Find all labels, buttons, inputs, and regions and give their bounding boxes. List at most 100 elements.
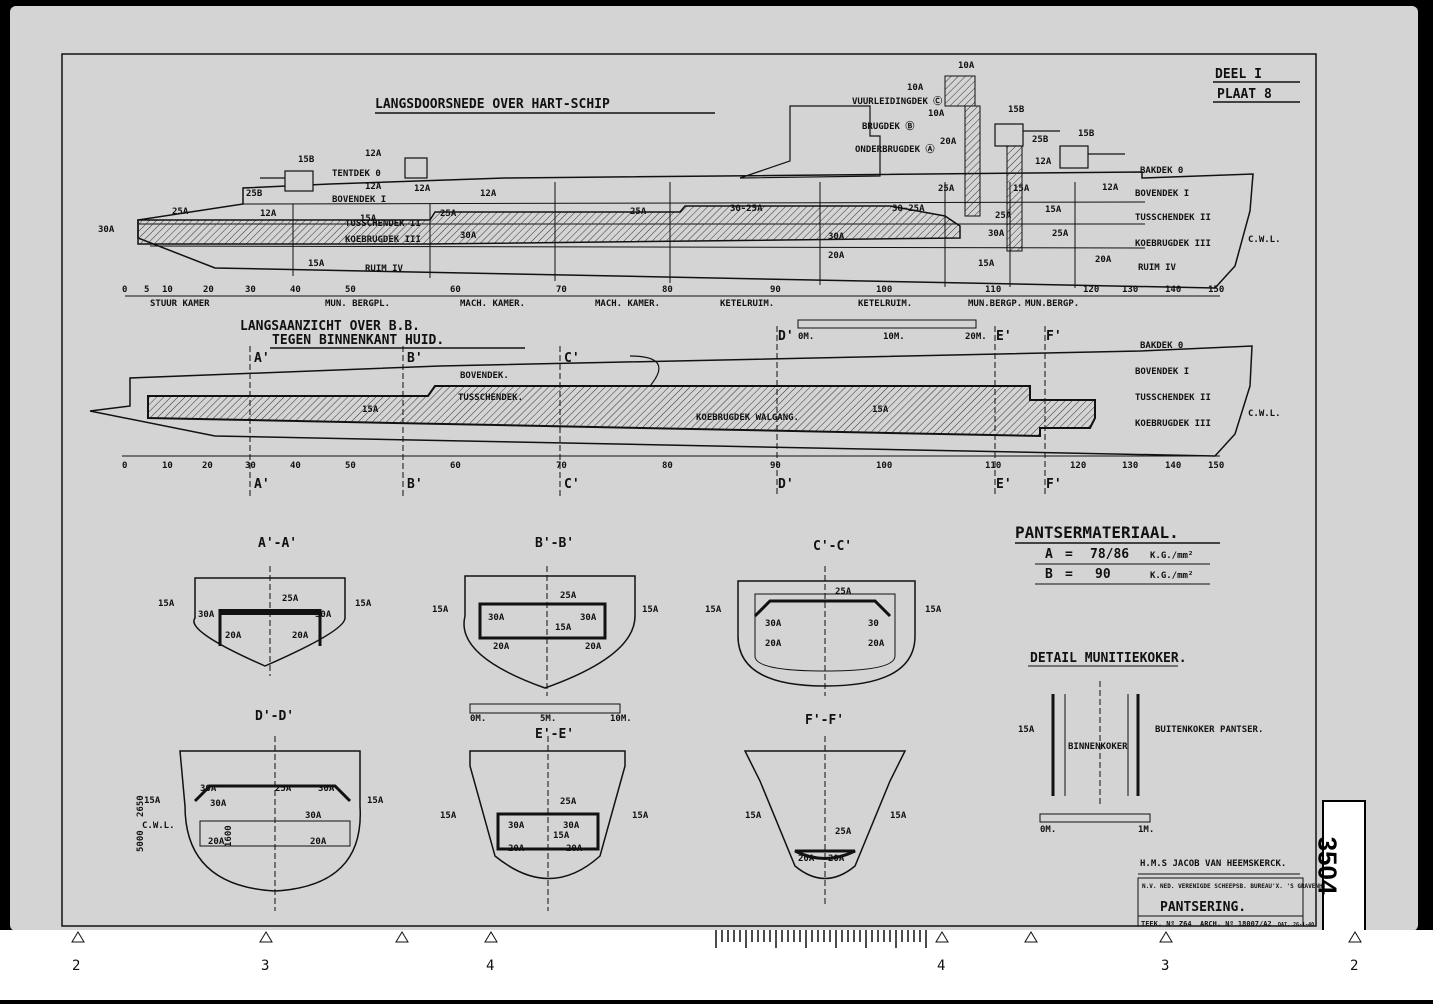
- svg-text:30A: 30A: [488, 613, 505, 623]
- svg-text:15A: 15A: [642, 605, 659, 615]
- svg-text:100: 100: [876, 285, 892, 295]
- svg-text:MUN. BERGPL.: MUN. BERGPL.: [325, 299, 390, 309]
- archive-number-stamp: 3504: [1312, 800, 1366, 932]
- svg-text:12A: 12A: [414, 184, 431, 194]
- svg-text:A: A: [1045, 547, 1053, 562]
- fire-control-tower: [944, 75, 976, 107]
- svg-text:25B: 25B: [246, 189, 263, 199]
- svg-text:30A: 30A: [98, 225, 115, 235]
- svg-text:BRUGDEK Ⓑ: BRUGDEK Ⓑ: [862, 120, 914, 132]
- svg-text:0M.: 0M.: [470, 714, 486, 724]
- svg-text:50: 50: [345, 461, 356, 471]
- svg-text:1600: 1600: [224, 825, 234, 847]
- svg-text:30A: 30A: [460, 231, 477, 241]
- side-labels: BAKDEK 0 BOVENDEK I TUSSCHENDEK II KOEBR…: [362, 341, 1281, 429]
- svg-text:K.G./mm²: K.G./mm²: [1150, 571, 1193, 581]
- title-block: H.M.S JACOB VAN HEEMSKERCK. N.V. NED. VE…: [1137, 859, 1337, 928]
- svg-text:B': B': [407, 477, 423, 492]
- svg-text:80: 80: [662, 461, 673, 471]
- svg-text:25A: 25A: [275, 784, 292, 794]
- svg-text:ARCH. Nº 18007/A2: ARCH. Nº 18007/A2: [1200, 920, 1272, 928]
- svg-text:25A: 25A: [938, 184, 955, 194]
- blueprint-canvas: DEEL I PLAAT 8 LANGSDOORSNEDE OVER HART-…: [61, 53, 1337, 928]
- svg-text:130: 130: [1122, 461, 1138, 471]
- svg-text:PANTSERING.: PANTSERING.: [1160, 900, 1246, 915]
- svg-text:K.G./mm²: K.G./mm²: [1150, 551, 1193, 561]
- ruler-ticks: [715, 930, 927, 948]
- cross-section-c: C'-C' 15A 15A 25A 30A 30 20A 20A: [705, 539, 942, 696]
- svg-text:25A: 25A: [835, 587, 852, 597]
- svg-text:RUIM IV: RUIM IV: [1138, 263, 1177, 273]
- svg-text:BOVENDEK.: BOVENDEK.: [460, 371, 509, 381]
- svg-text:30A: 30A: [210, 799, 227, 809]
- svg-text:VUURLEIDINGDEK Ⓒ: VUURLEIDINGDEK Ⓒ: [852, 95, 942, 107]
- svg-text:10: 10: [162, 461, 173, 471]
- svg-text:20A: 20A: [585, 642, 602, 652]
- side-scale-bar: 0M. 10M. 20M.: [797, 319, 987, 342]
- svg-text:90: 90: [770, 461, 781, 471]
- svg-text:30A: 30A: [315, 610, 332, 620]
- compartment-labels: STUUR KAMER MUN. BERGPL. MACH. KAMER. MA…: [150, 299, 1079, 309]
- svg-text:20A: 20A: [225, 631, 242, 641]
- section-lines: [249, 326, 1046, 496]
- svg-text:TUSSCHENDEK II: TUSSCHENDEK II: [345, 219, 421, 229]
- svg-text:10: 10: [162, 285, 173, 295]
- svg-text:=: =: [1065, 547, 1073, 562]
- svg-text:D'-D': D'-D': [255, 709, 294, 724]
- svg-text:E': E': [996, 329, 1012, 344]
- svg-text:15B: 15B: [1078, 129, 1095, 139]
- svg-text:15A: 15A: [440, 811, 457, 821]
- svg-text:0M.: 0M.: [798, 332, 814, 342]
- svg-text:110: 110: [985, 285, 1001, 295]
- svg-text:130: 130: [1122, 285, 1138, 295]
- bulkheads: [292, 182, 1076, 288]
- svg-text:20A: 20A: [765, 639, 782, 649]
- measurement-ruler: 2 3 4 4 3 2: [0, 930, 1433, 1000]
- cross-section-b: B'-B' 15A 15A 25A 30A 30A 15A 20A 20A 0M…: [432, 536, 659, 724]
- plate-label: PLAAT 8: [1217, 87, 1272, 102]
- svg-text:MACH. KAMER.: MACH. KAMER.: [460, 299, 525, 309]
- svg-text:150: 150: [1208, 461, 1224, 471]
- ammo-tube-detail: DETAIL MUNITIEKOKER. 15A BINNENKOKER BUI…: [1018, 651, 1263, 835]
- svg-text:15A: 15A: [890, 811, 907, 821]
- svg-text:15A: 15A: [432, 605, 449, 615]
- svg-text:100: 100: [876, 461, 892, 471]
- svg-text:BOVENDEK I: BOVENDEK I: [1135, 189, 1189, 199]
- hull-outline: [137, 171, 1254, 289]
- svg-text:E'-E': E'-E': [535, 727, 574, 742]
- side-frame-numbers: 0 10 20 30 40 50 60 70 80 90 100 110 120…: [122, 461, 1224, 471]
- sheet-id: DEEL I PLAAT 8: [1213, 67, 1300, 103]
- svg-text:20A: 20A: [868, 639, 885, 649]
- svg-text:BUITENKOKER PANTSER.: BUITENKOKER PANTSER.: [1155, 725, 1263, 735]
- svg-text:25A: 25A: [1052, 229, 1069, 239]
- svg-text:12A: 12A: [365, 149, 382, 159]
- svg-text:10A: 10A: [958, 61, 975, 71]
- svg-text:110: 110: [985, 461, 1001, 471]
- svg-text:25A: 25A: [440, 209, 457, 219]
- cross-section-e: E'-E' 15A 15A 25A 30A 30A 15A 20A 20A: [440, 727, 649, 911]
- svg-text:15A: 15A: [925, 605, 942, 615]
- svg-text:RUIM IV: RUIM IV: [365, 264, 404, 274]
- svg-text:78/86: 78/86: [1090, 547, 1129, 562]
- bridge-labels: VUURLEIDINGDEK Ⓒ BRUGDEK Ⓑ ONDERBRUGDEK …: [852, 95, 942, 155]
- svg-text:3: 3: [261, 958, 269, 974]
- svg-text:15A: 15A: [1013, 184, 1030, 194]
- svg-text:25A: 25A: [172, 207, 189, 217]
- svg-text:120: 120: [1083, 285, 1099, 295]
- svg-text:20A: 20A: [828, 854, 845, 864]
- svg-text:DAT. 26-1-40: DAT. 26-1-40: [1278, 922, 1314, 928]
- part-label: DEEL I: [1215, 67, 1262, 82]
- svg-text:MUN.BERGP.: MUN.BERGP.: [968, 299, 1022, 309]
- svg-text:15A: 15A: [632, 811, 649, 821]
- svg-text:TENTDEK 0: TENTDEK 0: [332, 169, 381, 179]
- svg-text:15A: 15A: [362, 405, 379, 415]
- svg-text:120: 120: [1070, 461, 1086, 471]
- svg-text:20A: 20A: [828, 251, 845, 261]
- section-marks: A' B' C' D' E' F' A' B' C' D' E' F': [254, 329, 1062, 492]
- svg-text:TUSSCHENDEK II: TUSSCHENDEK II: [1135, 393, 1211, 403]
- cross-section-a: A'-A' 15A 15A 25A 30A 30A 20A 20A: [158, 536, 372, 676]
- svg-text:TUSSCHENDEK II: TUSSCHENDEK II: [1135, 213, 1211, 223]
- side-hull-outline: [89, 345, 1253, 457]
- svg-text:C': C': [564, 477, 580, 492]
